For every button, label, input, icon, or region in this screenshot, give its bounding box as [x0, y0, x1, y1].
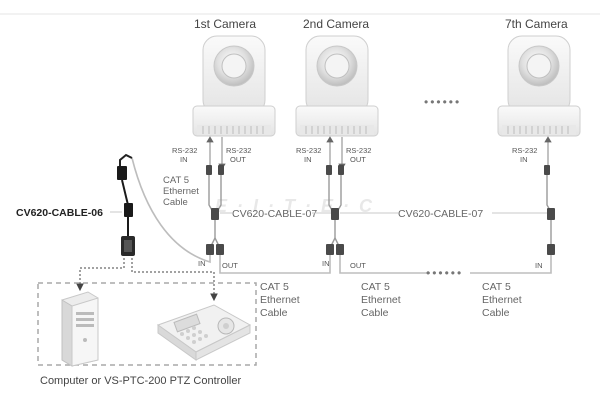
camera-7-icon — [497, 35, 581, 137]
cable-label-cv620-07-first: CV620-CABLE-07 — [232, 208, 317, 220]
rs232-arrows — [206, 136, 552, 170]
cam2-in-port: IN — [322, 259, 330, 268]
camera-2-icon — [295, 35, 379, 137]
adapter-cable-icon — [117, 153, 135, 256]
chain-cables — [131, 157, 552, 274]
controller-group-box — [37, 282, 257, 366]
ptz-controller-icon — [156, 304, 252, 361]
computer-tower-icon — [61, 291, 99, 367]
camera-1-icon — [192, 35, 276, 137]
camera-7-title: 7th Camera — [505, 17, 568, 31]
camera-1-title: 1st Camera — [194, 17, 256, 31]
cable-label-cv620-07-second: CV620-CABLE-07 — [398, 208, 483, 220]
footer-caption: Computer or VS-PTC-200 PTZ Controller — [40, 375, 241, 387]
cam7-in-port: IN — [535, 261, 543, 270]
chain-ellipsis: •••••• — [426, 266, 463, 280]
cam2-out-port: OUT — [350, 261, 366, 270]
camera-ellipsis: •••••• — [424, 95, 461, 109]
cable-label-cv620-06: CV620-CABLE-06 — [16, 207, 103, 219]
device-arrows — [76, 258, 218, 302]
camera-2-title: 2nd Camera — [303, 17, 369, 31]
cam1-out-port: OUT — [222, 261, 238, 270]
cam1-in-port: IN — [198, 259, 206, 268]
camera-connectors — [206, 165, 555, 255]
